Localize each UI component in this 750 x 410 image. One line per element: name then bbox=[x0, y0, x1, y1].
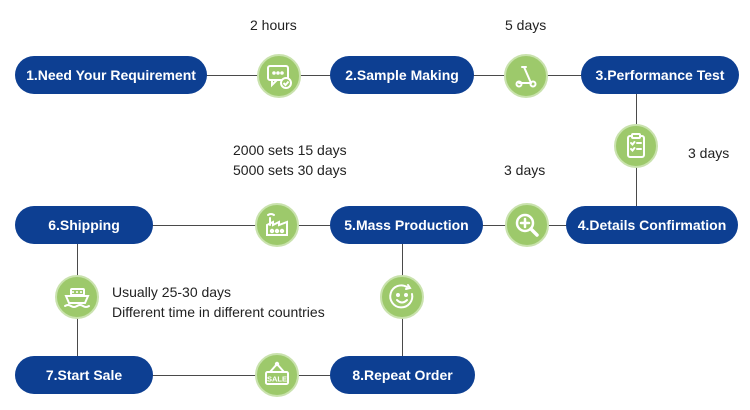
step-need-requirement: 1.Need Your Requirement bbox=[15, 56, 207, 94]
step-repeat-order: 8.Repeat Order bbox=[330, 356, 475, 394]
step-performance-test: 3.Performance Test bbox=[581, 56, 739, 94]
checklist-icon bbox=[614, 124, 658, 168]
note-5-days: 5 days bbox=[505, 17, 547, 33]
zoom-in-icon bbox=[505, 203, 549, 247]
sale-sign-icon: SALE bbox=[255, 353, 299, 397]
note-production-2000: 2000 sets 15 days bbox=[233, 142, 347, 158]
smile-icon bbox=[380, 275, 424, 319]
chat-check-icon bbox=[257, 54, 301, 98]
svg-text:SALE: SALE bbox=[267, 375, 287, 384]
note-2-hours: 2 hours bbox=[250, 17, 297, 33]
step-details-confirmation: 4.Details Confirmation bbox=[566, 206, 738, 244]
step-sample-making: 2.Sample Making bbox=[330, 56, 474, 94]
note-confirm-3-days: 3 days bbox=[504, 162, 546, 178]
ship-icon bbox=[55, 275, 99, 319]
step-mass-production: 5.Mass Production bbox=[330, 206, 483, 244]
note-shipping-countries: Different time in different countries bbox=[112, 304, 325, 320]
note-production-5000: 5000 sets 30 days bbox=[233, 162, 347, 178]
note-test-3-days: 3 days bbox=[688, 145, 730, 161]
step-start-sale: 7.Start Sale bbox=[15, 356, 153, 394]
connector-5-6 bbox=[150, 225, 335, 226]
factory-icon bbox=[255, 203, 299, 247]
step-shipping: 6.Shipping bbox=[15, 206, 153, 244]
connector-7-8 bbox=[150, 375, 335, 376]
note-shipping-days: Usually 25-30 days bbox=[112, 284, 232, 300]
scooter-icon bbox=[504, 54, 548, 98]
